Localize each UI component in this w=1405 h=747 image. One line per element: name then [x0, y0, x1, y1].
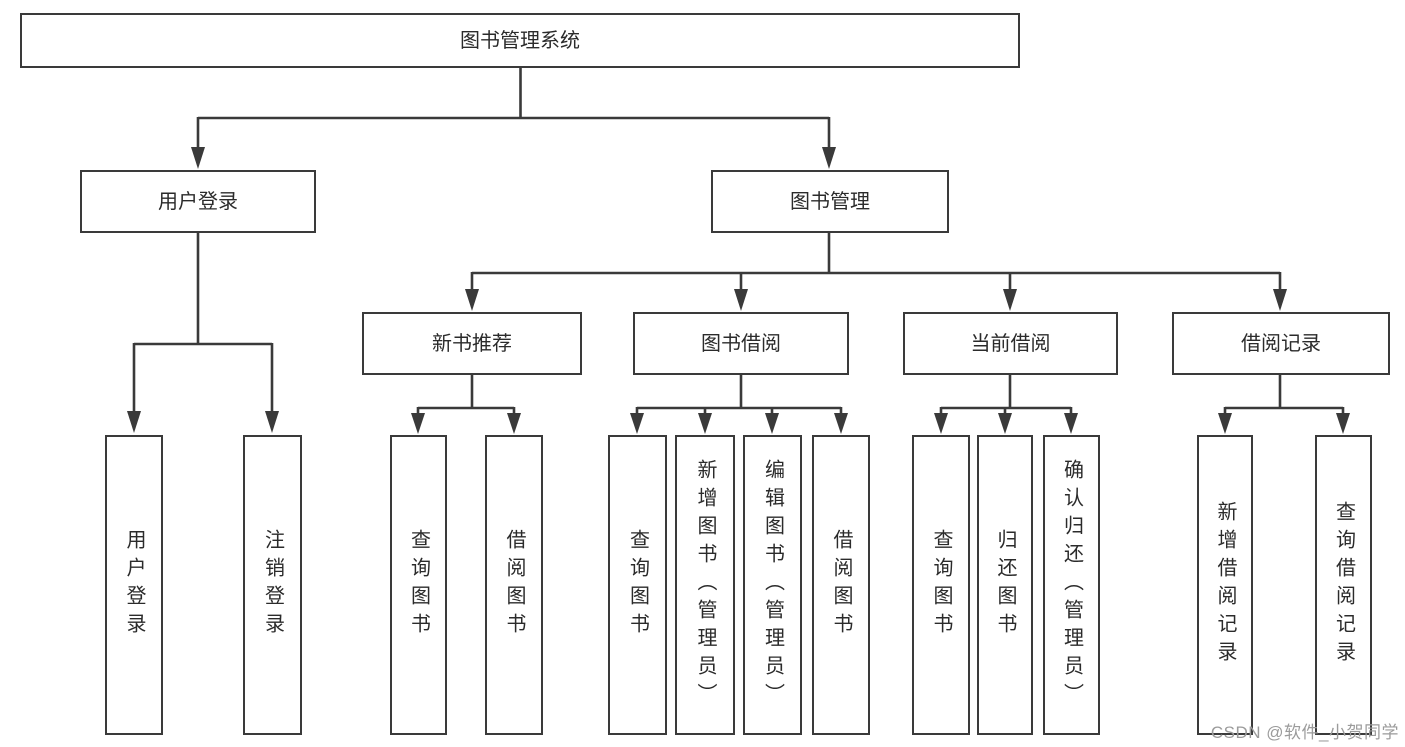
- connector-current-borrowing-to-children: [934, 375, 1078, 434]
- leaf-query-books-borrowing: 查询图书: [608, 435, 667, 735]
- node-borrowing-records: 借阅记录: [1172, 312, 1390, 375]
- leaf-return-books: 归还图书: [977, 435, 1033, 735]
- connector-book-borrowing-to-children: [630, 375, 848, 434]
- node-book-borrowing: 图书借阅: [633, 312, 849, 375]
- leaf-query-books-current: 查询图书: [912, 435, 970, 735]
- leaf-query-books-recommend: 查询图书: [390, 435, 447, 735]
- leaf-logout: 注销登录: [243, 435, 302, 735]
- node-current-borrowing: 当前借阅: [903, 312, 1118, 375]
- leaf-borrow-books: 借阅图书: [812, 435, 870, 735]
- leaf-edit-book-admin: 编辑图书（管理员）: [743, 435, 802, 735]
- connector-root-to-level2: [191, 68, 836, 169]
- connector-book-management-to-level3: [465, 233, 1287, 311]
- leaf-query-borrow-record: 查询借阅记录: [1315, 435, 1372, 735]
- node-book-management: 图书管理: [711, 170, 949, 233]
- csdn-watermark: CSDN @软件_小贺同学: [1210, 723, 1399, 742]
- connector-new-book-recommend-to-children: [411, 375, 521, 434]
- leaf-confirm-return-admin: 确认归还（管理员）: [1043, 435, 1100, 735]
- node-new-book-recommend: 新书推荐: [362, 312, 582, 375]
- leaf-add-borrow-record: 新增借阅记录: [1197, 435, 1253, 735]
- connector-borrowing-records-to-children: [1218, 375, 1350, 434]
- node-root: 图书管理系统: [20, 13, 1020, 68]
- leaf-add-book-admin: 新增图书（管理员）: [675, 435, 735, 735]
- node-user-login: 用户登录: [80, 170, 316, 233]
- leaf-borrow-books-recommend: 借阅图书: [485, 435, 543, 735]
- leaf-user-login: 用户登录: [105, 435, 163, 735]
- connector-user-login-to-children: [127, 233, 279, 433]
